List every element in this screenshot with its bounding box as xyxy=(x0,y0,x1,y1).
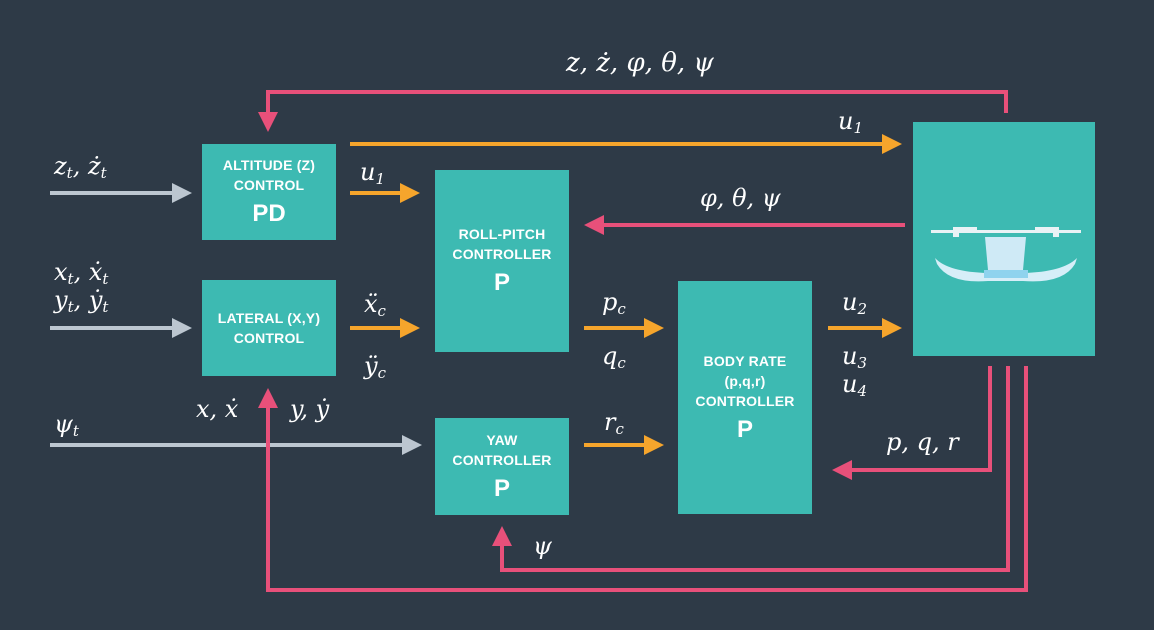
body-rate-title: BODY RATE xyxy=(703,352,787,369)
rc-subscript: c xyxy=(615,420,624,438)
roll-pitch-controller-block: ROLL-PITCH CONTROLLER P xyxy=(435,170,569,352)
xdot-input-subscript: t xyxy=(102,270,109,288)
attitude-feedback-label: φ, θ, ψ xyxy=(700,184,781,212)
altitude-gain: PD xyxy=(252,200,286,227)
xddot-label: ẍc xyxy=(364,290,386,325)
x-input-label: xt, ẋt xyxy=(54,258,109,288)
qc-symbol: q xyxy=(602,342,618,370)
zdot-input-symbol: ż xyxy=(87,152,101,180)
pc-symbol: p xyxy=(602,288,618,316)
u1-mid-label: u1 xyxy=(360,158,385,193)
yaw-title: YAW xyxy=(486,431,518,448)
psi-feedback-arrow xyxy=(492,366,1010,572)
roll-pitch-subtitle: CONTROLLER xyxy=(452,246,552,262)
lateral-subtitle: CONTROL xyxy=(233,330,305,346)
u3-subscript: 3 xyxy=(857,354,868,372)
psi-input-symbol: ψ xyxy=(54,410,73,438)
pqr-feedback-arrow xyxy=(832,366,992,480)
xddot-symbol: ẍ xyxy=(364,290,378,318)
u1-mid-subscript: 1 xyxy=(375,170,386,188)
xy-feedback-arrow xyxy=(258,366,1028,592)
body-rate-subtitle: (p,q,r) xyxy=(724,372,766,389)
u4-symbol: u xyxy=(842,370,858,398)
altitude-feedback-arrow xyxy=(258,90,1008,132)
zdot-input-subscript: t xyxy=(100,164,107,182)
pqr-feedback-label: p, q, r xyxy=(886,428,959,456)
u1-top-symbol: u xyxy=(838,107,854,135)
psi-feedback-label: ψ xyxy=(533,532,552,560)
yaw-gain: P xyxy=(493,474,510,502)
body-rate-controller-label: CONTROLLER xyxy=(695,392,795,409)
yddot-symbol: ÿ xyxy=(364,352,378,380)
y-input-subscript: t xyxy=(67,298,74,316)
ydot-input-subscript: t xyxy=(102,298,109,316)
rc-label: rc xyxy=(604,408,624,443)
body-rate-gain: P xyxy=(736,415,753,443)
yddot-label: ÿc xyxy=(364,352,386,387)
u1-mid-symbol: u xyxy=(360,158,376,186)
x-input-symbol: x xyxy=(54,258,68,286)
u1-top-label: u1 xyxy=(838,107,863,142)
z-input-subscript: t xyxy=(66,164,73,182)
xy-feedback-y-label: y, ẏ xyxy=(290,395,330,423)
vehicle-block xyxy=(913,122,1095,356)
roll-pitch-title: ROLL-PITCH xyxy=(458,226,546,242)
yaw-subtitle: CONTROLLER xyxy=(452,451,552,468)
psi-input-subscript: t xyxy=(72,422,79,440)
roll-pitch-gain: P xyxy=(493,269,510,296)
u4-subscript: 4 xyxy=(857,382,868,400)
y-input-label: yt, ẏt xyxy=(54,286,109,316)
altitude-title: ALTITUDE (Z) xyxy=(222,157,316,173)
z-input-symbol: z xyxy=(54,152,67,180)
qc-label: qc xyxy=(602,342,626,377)
drone-icon xyxy=(931,227,1081,282)
body-rate-controller-block: BODY RATE (p,q,r) CONTROLLER P xyxy=(678,281,812,514)
xy-feedback-x-label: x, ẋ xyxy=(196,395,239,423)
u2-label: u2 xyxy=(842,288,867,323)
pc-subscript: c xyxy=(617,300,626,318)
u3-symbol: u xyxy=(842,342,858,370)
altitude-subtitle: CONTROL xyxy=(233,177,305,193)
u2-symbol: u xyxy=(842,288,858,316)
z-input-label: zt, żt xyxy=(54,152,107,182)
xdot-input-symbol: ẋ xyxy=(88,258,103,286)
top-feedback-label: z, ż, φ, θ, ψ xyxy=(566,48,714,78)
pc-label: pc xyxy=(602,288,626,323)
xddot-subscript: c xyxy=(377,302,386,320)
rc-symbol: r xyxy=(604,408,616,436)
lateral-control-block: LATERAL (X,Y) CONTROL xyxy=(202,280,336,376)
ydot-input-symbol: ẏ xyxy=(88,286,103,314)
altitude-control-block: ALTITUDE (Z) CONTROL PD xyxy=(202,144,336,240)
yaw-controller-block: YAW CONTROLLER P xyxy=(435,418,569,515)
u1-top-subscript: 1 xyxy=(853,119,864,137)
psi-input-label: ψt xyxy=(54,410,79,445)
qc-subscript: c xyxy=(617,354,626,372)
y-input-symbol: y xyxy=(54,286,68,314)
u3-label: u3 xyxy=(842,342,867,377)
u2-subscript: 2 xyxy=(857,300,868,318)
u4-label: u4 xyxy=(842,370,867,405)
yddot-subscript: c xyxy=(377,364,386,382)
lateral-title: LATERAL (X,Y) xyxy=(217,310,321,326)
x-input-subscript: t xyxy=(67,270,74,288)
